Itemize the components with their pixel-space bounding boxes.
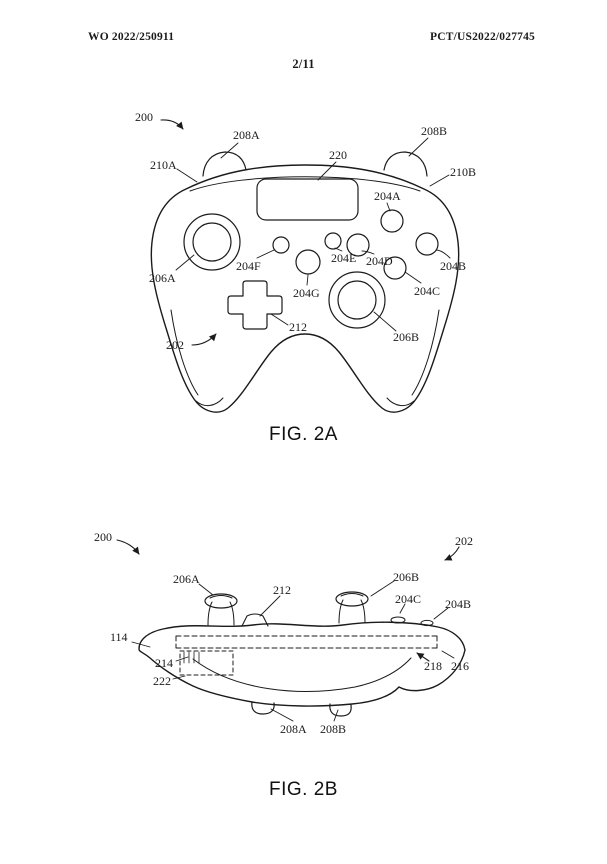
fig2b-ref-204C: 204C (395, 592, 422, 606)
application-number: PCT/US2022/027745 (430, 31, 535, 43)
right-grip-peg (329, 703, 352, 717)
fig2b-caption: FIG. 2B (269, 779, 338, 800)
fig2b-arrow-218 (416, 652, 430, 662)
fig2a-arrow-202 (191, 333, 217, 346)
dpad-profile-bump (241, 613, 269, 627)
controller-body-outline (150, 164, 460, 413)
fig2a-ref-200: 200 (135, 110, 153, 124)
face-button-right (415, 232, 439, 256)
fig2a-ref-204D: 204D (366, 254, 393, 268)
fig2b-ref-216: 216 (451, 659, 469, 673)
fig2a-ref-220: 220 (329, 148, 347, 162)
fig2a-ref-210B: 210B (450, 165, 477, 179)
expansion-rail-dashed (175, 635, 438, 649)
fig2b-ref-202: 202 (455, 534, 473, 548)
menu-button (324, 232, 342, 250)
fig2a-drawing (150, 119, 460, 413)
fig2b-ref-206B: 206B (393, 570, 420, 584)
right-bumper (383, 151, 428, 177)
controller-top-outline (138, 621, 466, 707)
fig2a-ref-204C: 204C (414, 284, 441, 298)
fig2b-arrow-200 (116, 539, 140, 555)
fig2a-ref-206B: 206B (393, 330, 420, 344)
fig2a-ref-208B: 208B (421, 124, 448, 138)
fig2b-ref-206A: 206A (173, 572, 200, 586)
connector-slot-dashed (179, 650, 234, 676)
button-bump-204C (390, 616, 406, 624)
fig2a-ref-204G: 204G (293, 286, 320, 300)
left-joystick-inner (192, 222, 232, 262)
fig2a-ref-204A: 204A (374, 189, 401, 203)
publication-number: WO 2022/250911 (88, 31, 175, 43)
fig2b-ref-114: 114 (110, 630, 128, 644)
fig2a-ref-208A: 208A (233, 128, 260, 142)
top-seam-line (189, 176, 421, 192)
fig2a-ref-212: 212 (289, 320, 307, 334)
left-joystick-outer (183, 213, 241, 271)
fig2a-arrow-200 (160, 119, 184, 130)
right-stick-cap-top (335, 591, 369, 607)
face-button-bottom (383, 256, 407, 280)
fig2a-caption: FIG. 2A (269, 424, 338, 445)
connector-pins (183, 651, 200, 664)
face-button-top (380, 209, 404, 233)
fig2a-ref-204B: 204B (440, 259, 467, 273)
left-stick-cap-top (204, 593, 238, 609)
fig2a-ref-204E: 204E (331, 251, 357, 265)
fig2b-ref-214: 214 (155, 656, 173, 670)
right-joystick-inner (337, 280, 377, 320)
fig2b-ref-200: 200 (94, 530, 112, 544)
button-bump-204B (420, 619, 434, 627)
fig2a-leader-lines (175, 137, 451, 332)
left-grip-seam (170, 309, 199, 396)
face-button-left (346, 233, 370, 257)
left-grip-tip-line (195, 397, 224, 406)
front-face-contour (192, 657, 412, 692)
left-bumper (202, 151, 247, 177)
right-grip-tip-line (386, 397, 415, 406)
fig2b-ref-212: 212 (273, 583, 291, 597)
dpad (227, 280, 283, 330)
fig2a-ref-202: 202 (166, 338, 184, 352)
fig2a-ref-210A: 210A (150, 158, 177, 172)
fig2b-ref-208B: 208B (320, 722, 347, 736)
right-joystick-outer (328, 271, 386, 329)
fig2a-ref-204F: 204F (236, 259, 261, 273)
fig2b-ref-204B: 204B (445, 597, 472, 611)
fig2b-ref-222: 222 (153, 674, 171, 688)
fig2a-ref-206A: 206A (149, 271, 176, 285)
view-button (272, 236, 290, 254)
left-stick-stem (207, 595, 235, 626)
right-grip-seam (411, 309, 440, 396)
fig2b-leader-lines (131, 580, 455, 722)
right-stick-stem (338, 593, 366, 624)
home-button (295, 249, 321, 275)
left-grip-peg (251, 701, 275, 715)
fig2b-drawing (116, 539, 466, 722)
fig2b-ref-218: 218 (424, 659, 442, 673)
touchpad (256, 178, 359, 221)
fig2b-ref-208A: 208A (280, 722, 307, 736)
fig2b-arrow-202 (444, 546, 460, 561)
sheet-number: 2/11 (292, 57, 315, 71)
